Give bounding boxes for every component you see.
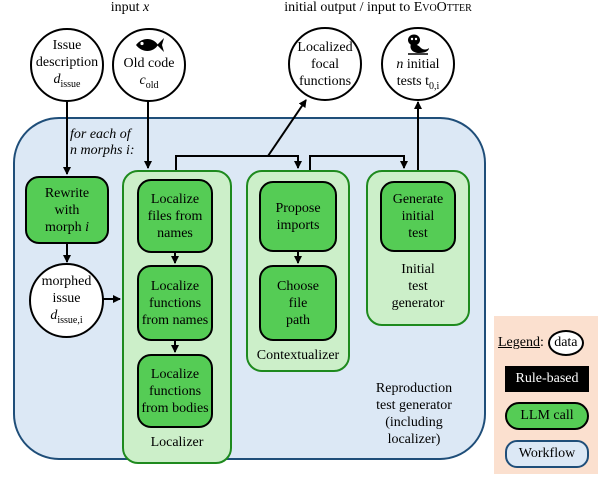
generate-initial-test-step: Generate initial test	[380, 181, 456, 252]
loop-label: for each of n morphs i:	[40, 127, 135, 159]
legend-workflow: Workflow	[505, 440, 589, 468]
fish-icon	[136, 38, 164, 53]
reproduction-label: Reproduction test generator (including l…	[375, 381, 453, 447]
legend-title-row: Legend: data	[498, 330, 596, 356]
old-code-node: Old code cold	[112, 28, 186, 102]
input-header: input x	[75, 0, 185, 16]
legend-llm-call: LLM call	[505, 402, 589, 430]
choose-file-path-step: Choose file path	[259, 265, 337, 341]
morphed-issue-node: morphed issue dissue,i	[29, 263, 104, 338]
morphed-line2: issue	[52, 290, 81, 306]
localize-functions-names-step: Localize functions from names	[137, 265, 213, 341]
focal-line2: focal	[311, 56, 339, 72]
issue-symbol: dissue	[53, 72, 81, 90]
morphed-line1: morphed	[41, 273, 92, 289]
input-var: x	[143, 0, 150, 15]
issue-line1: Issue	[52, 38, 82, 54]
localize-files-step: Localize files from names	[137, 179, 213, 253]
contextualizer-title: Contextualizer	[256, 348, 340, 363]
generator-title: Initial test generator	[391, 262, 445, 311]
propose-imports-step: Propose imports	[259, 181, 337, 252]
rewrite-line2: with	[54, 202, 80, 218]
focal-line1: Localized	[297, 39, 353, 55]
focal-line3: functions	[298, 73, 352, 89]
legend-title: Legend	[498, 335, 540, 350]
rewrite-line3: morph i	[45, 219, 89, 235]
initial-tests-node: n initial tests t0,i	[381, 27, 455, 101]
focal-functions-node: Localized focal functions	[288, 27, 362, 101]
morphed-symbol: dissue,i	[50, 307, 83, 326]
old-code-line1: Old code	[123, 56, 175, 72]
output-label: initial output / input to	[284, 0, 411, 15]
loop-line1: for each of	[70, 127, 131, 142]
otter-icon	[408, 34, 429, 55]
output-header: initial output / input to EvoOtter	[248, 0, 508, 16]
tests-line2: tests t0,i	[396, 74, 440, 92]
issue-line2: description	[35, 55, 99, 71]
legend-rule-based: Rule-based	[505, 366, 589, 392]
input-label: input	[110, 0, 140, 15]
localize-functions-bodies-step: Localize functions from bodies	[137, 354, 213, 428]
loop-line2: n morphs i:	[70, 143, 135, 158]
issue-description-node: Issue description dissue	[30, 28, 104, 102]
legend-data-sample: data	[547, 330, 584, 356]
tests-line1: n initial	[396, 57, 440, 73]
rewrite-line1: Rewrite	[44, 185, 90, 201]
rewrite-morph-step: Rewrite with morph i	[25, 176, 109, 244]
old-code-symbol: cold	[139, 73, 159, 91]
localizer-title: Localizer	[150, 435, 204, 450]
output-name: EvoOtter	[413, 0, 472, 15]
